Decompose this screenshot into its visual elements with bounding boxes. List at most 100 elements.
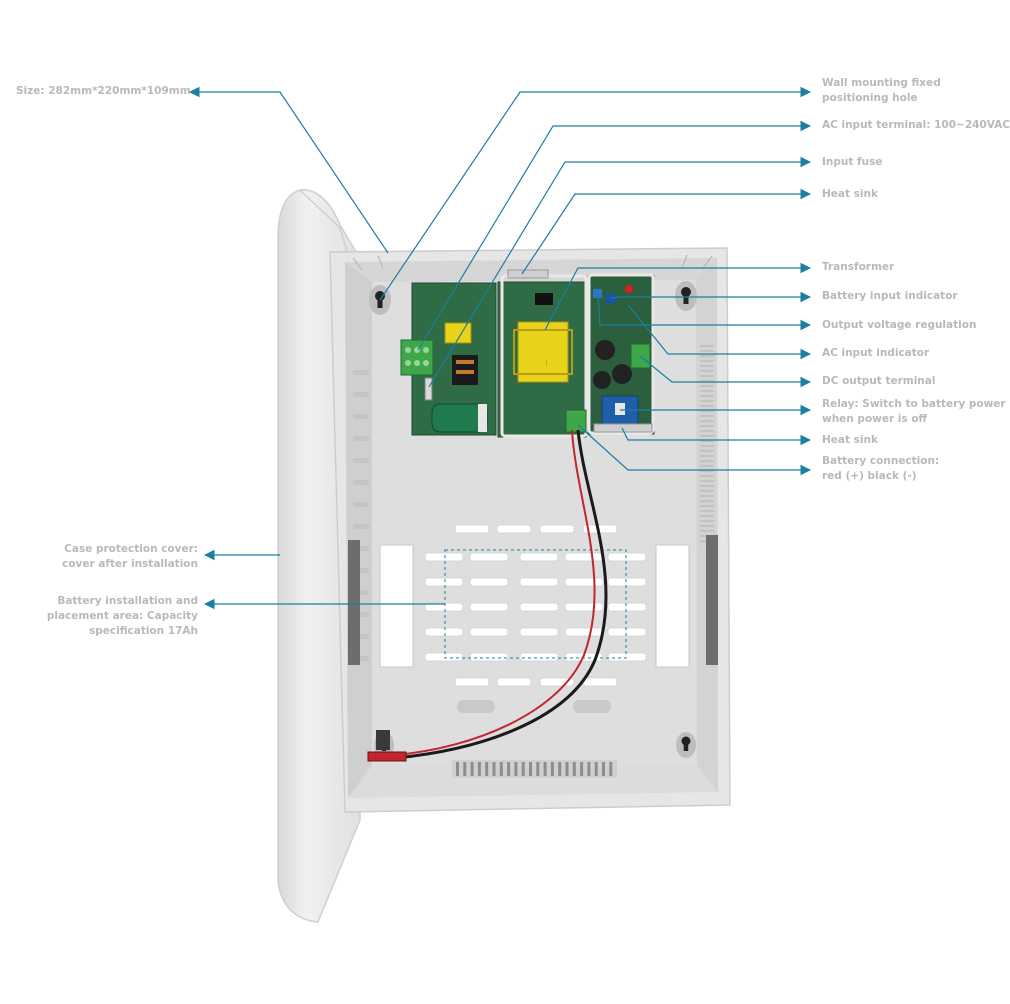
leader-ac-input-indicator (627, 304, 812, 360)
vent-slot (564, 602, 604, 612)
vent-slot (519, 627, 559, 637)
vent-slot (609, 762, 613, 776)
vent-slot (700, 465, 714, 467)
battery-area-vent-slots (424, 524, 647, 687)
vent-slot (424, 602, 464, 612)
vent-slot (700, 455, 714, 457)
svg-text:---: --- (543, 360, 549, 366)
vent-slot (499, 762, 503, 776)
vent-slot (700, 530, 714, 532)
vent-slot (424, 652, 464, 662)
vent-slot (700, 525, 714, 527)
vent-slot (700, 470, 714, 472)
label-input-fuse: Input fuse (822, 156, 883, 168)
vent-slot (353, 480, 369, 485)
annotation-leaders (188, 86, 812, 610)
bottom-vent-strip (452, 760, 617, 778)
vent-slot (353, 458, 369, 463)
side-cutouts (348, 535, 718, 668)
vent-slot (519, 552, 559, 562)
vent-slot (470, 762, 474, 776)
vent-slot (454, 677, 490, 687)
vent-slot (700, 410, 714, 412)
vent-slot (485, 762, 489, 776)
vent-slot (700, 480, 714, 482)
leader-size (188, 86, 389, 254)
leader-output-voltage-regulation (597, 293, 812, 331)
heat-sink-top (507, 269, 549, 279)
label-ac-input-indicator: AC input indicator (822, 347, 930, 359)
mount-hole-bottom-right (676, 732, 696, 758)
vent-slot (353, 370, 369, 375)
vent-slot (594, 762, 598, 776)
vent-slot (558, 762, 562, 776)
vent-slot (469, 577, 509, 587)
vent-slot (353, 524, 369, 529)
leader-ac-input-terminal (417, 120, 812, 351)
label-transformer: Transformer (822, 261, 895, 273)
label-output-voltage-regulation: Output voltage regulation (822, 319, 977, 331)
vent-slot (700, 510, 714, 512)
leader-battery-input-indicator (610, 291, 812, 303)
vent-slot (700, 380, 714, 382)
vent-slot (700, 485, 714, 487)
battery-terminal-block (565, 409, 587, 433)
vent-slot (700, 425, 714, 427)
vent-slot (700, 370, 714, 372)
vent-slot (700, 345, 714, 347)
vent-slot (700, 395, 714, 397)
vent-slot (580, 762, 584, 776)
leader-transformer (544, 262, 812, 331)
vent-slot (587, 762, 591, 776)
vent-slot (550, 762, 554, 776)
battery-wires (367, 429, 608, 762)
label-heat-sink-top: Heat sink (822, 188, 878, 200)
vent-slot (700, 415, 714, 417)
leader-heat-sink-bottom (621, 427, 812, 446)
vent-slot (469, 627, 509, 637)
vent-slot (543, 762, 547, 776)
leader-heat-sink-top (521, 188, 812, 275)
vent-slot (700, 445, 714, 447)
vent-slot (424, 552, 464, 562)
vent-slot (454, 524, 490, 534)
vent-slot (456, 762, 459, 776)
vent-slot (700, 490, 714, 492)
vent-slot (492, 762, 496, 776)
vent-slot (700, 435, 714, 437)
vent-slot (700, 420, 714, 422)
vent-slot (700, 360, 714, 362)
bottom-slots (457, 700, 611, 713)
vent-slot (477, 762, 481, 776)
vent-slot (700, 520, 714, 522)
vent-slot (564, 552, 604, 562)
vent-slot (539, 524, 575, 534)
mount-hole-top-right (675, 281, 697, 311)
vent-slot (602, 762, 605, 776)
vent-slot (353, 392, 369, 397)
leader-input-fuse (428, 156, 812, 388)
vent-slot (700, 400, 714, 402)
vent-slot (607, 577, 647, 587)
label-ac-input-terminal: AC input terminal: 100~240VAC (822, 119, 1010, 131)
label-dc-output-terminal: DC output terminal (822, 375, 936, 387)
vent-slot (519, 602, 559, 612)
vent-slot (572, 762, 576, 776)
vent-slot (700, 515, 714, 517)
vent-slot (700, 475, 714, 477)
vent-slot (700, 450, 714, 452)
vent-slot (463, 762, 467, 776)
vent-slot (529, 762, 532, 776)
heat-sink-bottom (593, 423, 653, 433)
vent-slot (700, 500, 714, 502)
battery-input-indicator-led (606, 294, 616, 303)
vent-slot (700, 350, 714, 352)
vent-slot (700, 505, 714, 507)
vent-slot (424, 627, 464, 637)
label-battery-input-indicator: Battery input indicator (822, 290, 958, 302)
vent-slot (353, 436, 369, 441)
